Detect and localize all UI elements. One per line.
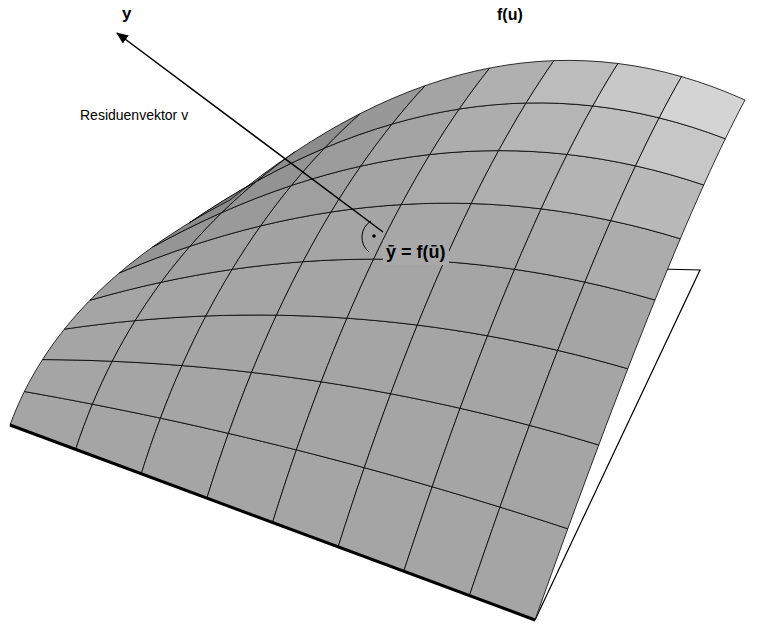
vector-caption: Residuenvektor v [80, 107, 188, 125]
vector-name: y [122, 3, 131, 24]
base-plane [10, 268, 700, 620]
right-angle-arc [362, 221, 371, 252]
front-edge [10, 425, 535, 620]
surface-name: f(u) [497, 5, 523, 25]
mesh-cell [659, 77, 745, 139]
surface-mesh [10, 60, 745, 620]
right-angle-dot [372, 234, 376, 238]
residual-vector [117, 33, 383, 232]
point-label: ȳ = f(ū) [383, 240, 449, 265]
